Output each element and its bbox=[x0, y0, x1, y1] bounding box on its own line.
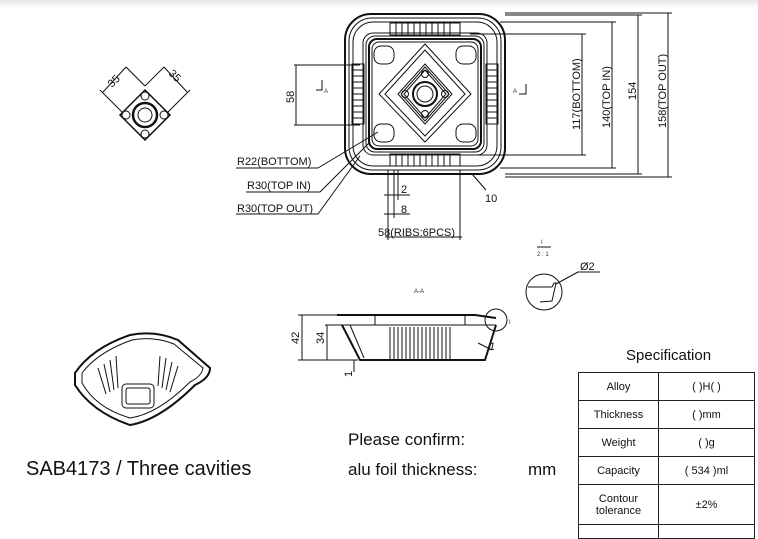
spec-row-thickness: Thickness ( )mm bbox=[578, 400, 755, 429]
spec-key: Capacity bbox=[578, 456, 659, 485]
svg-text:1: 1 bbox=[343, 371, 355, 377]
ribs-bottom bbox=[389, 153, 461, 167]
svg-text:58: 58 bbox=[285, 91, 297, 103]
spec-row-weight: Weight ( )g bbox=[578, 428, 755, 457]
top-view-labels: 117(BOTTOM) 140(TOP IN) 154 158(TOP OUT)… bbox=[237, 54, 669, 239]
svg-text:117(BOTTOM): 117(BOTTOM) bbox=[571, 58, 583, 130]
svg-text:1: 1 bbox=[489, 341, 495, 353]
spec-row-contour-tolerance: Contour tolerance ±2% bbox=[578, 484, 755, 525]
section-view bbox=[298, 308, 508, 372]
ribs-right bbox=[485, 63, 499, 125]
ribs-top bbox=[389, 22, 461, 36]
spec-row-truncated bbox=[578, 524, 755, 539]
svg-text:I: I bbox=[541, 240, 543, 246]
spec-value: ( )mm bbox=[658, 400, 755, 429]
viewer-top-bar bbox=[0, 0, 758, 8]
foil-thickness-label: alu foil thickness: bbox=[348, 460, 478, 479]
spec-key bbox=[578, 524, 659, 539]
svg-text:154: 154 bbox=[627, 82, 639, 100]
top-view bbox=[236, 12, 672, 240]
foil-thickness-unit: mm bbox=[528, 460, 557, 479]
svg-text:A: A bbox=[513, 89, 517, 95]
svg-text:140(TOP IN): 140(TOP IN) bbox=[601, 66, 613, 128]
spec-value: ( )g bbox=[658, 428, 755, 457]
svg-text:Ø2: Ø2 bbox=[580, 261, 595, 273]
section-ribs bbox=[389, 327, 451, 359]
spec-value: ±2% bbox=[658, 484, 755, 525]
spec-title: Specification bbox=[626, 347, 712, 364]
svg-text:42: 42 bbox=[290, 332, 302, 344]
spec-key: Contour tolerance bbox=[578, 484, 659, 525]
spec-value bbox=[658, 524, 755, 539]
svg-text:158(TOP OUT): 158(TOP OUT) bbox=[657, 54, 669, 128]
svg-text:58(RIBS:6PCS): 58(RIBS:6PCS) bbox=[378, 227, 455, 239]
isometric-view bbox=[74, 332, 212, 427]
spec-key: Thickness bbox=[578, 400, 659, 429]
svg-text:2 : 1: 2 : 1 bbox=[537, 252, 549, 258]
confirm-label: Please confirm: bbox=[348, 430, 466, 449]
svg-text:R30(TOP OUT): R30(TOP OUT) bbox=[237, 203, 313, 215]
center-detail-view bbox=[99, 66, 191, 142]
svg-text:34: 34 bbox=[315, 332, 327, 344]
spec-row-alloy: Alloy ( )H( ) bbox=[578, 372, 755, 401]
svg-text:35: 35 bbox=[106, 73, 123, 90]
svg-text:2: 2 bbox=[401, 184, 407, 196]
spec-key: Weight bbox=[578, 428, 659, 457]
svg-text:R22(BOTTOM): R22(BOTTOM) bbox=[237, 156, 311, 168]
spec-value: ( )H( ) bbox=[658, 372, 755, 401]
svg-text:I: I bbox=[509, 320, 511, 326]
svg-text:A: A bbox=[324, 89, 328, 95]
spec-key: Alloy bbox=[578, 372, 659, 401]
svg-text:A-A: A-A bbox=[414, 289, 424, 295]
detail-i-view bbox=[525, 246, 600, 311]
product-name: SAB4173 / Three cavities bbox=[26, 458, 252, 480]
svg-text:8: 8 bbox=[401, 204, 407, 216]
spec-row-capacity: Capacity ( 534 )ml bbox=[578, 456, 755, 485]
svg-text:35: 35 bbox=[166, 68, 183, 85]
svg-text:R30(TOP IN): R30(TOP IN) bbox=[247, 180, 311, 192]
ribs-left bbox=[351, 63, 365, 125]
spec-table: Alloy ( )H( ) Thickness ( )mm Weight ( )… bbox=[578, 372, 755, 539]
spec-value: ( 534 )ml bbox=[658, 456, 755, 485]
svg-text:10: 10 bbox=[485, 193, 497, 205]
